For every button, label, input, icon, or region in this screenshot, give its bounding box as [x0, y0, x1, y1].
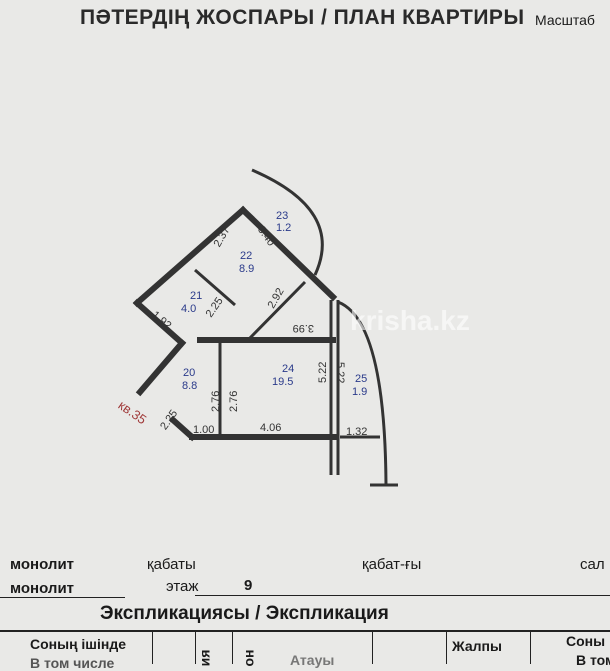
dimension: 3.99 [293, 322, 314, 334]
dimension: 3.40 [255, 224, 277, 248]
room-number: 20 [183, 367, 195, 379]
watermark: krisha.kz [350, 305, 470, 336]
built-label-kz: сал [580, 556, 605, 573]
room-area: 1.2 [276, 222, 291, 234]
room-number: 25 [355, 373, 367, 385]
floors-label-kz: қабат-ғы [362, 556, 422, 573]
column-subheader: В том числе [30, 655, 115, 671]
walls [132, 205, 338, 442]
apartment-label: кв.35 [116, 397, 150, 427]
material-ru: монолит [10, 580, 75, 597]
room-labels: 23 1.2 22 8.9 21 4.0 20 8.8 24 19.5 25 1… [181, 210, 367, 398]
table-divider [372, 631, 373, 664]
room-number: 22 [240, 250, 252, 262]
table-divider [530, 631, 531, 664]
dimension: 2.92 [266, 286, 287, 311]
table-divider [446, 631, 447, 664]
room-number: 24 [282, 363, 294, 375]
dimension: 2.37 [212, 225, 233, 250]
table-divider [232, 631, 233, 664]
dimension: 1.00 [193, 424, 214, 436]
dimension: 2.25 [204, 295, 226, 319]
explication-title: Экспликациясы / Экспликация [100, 603, 389, 624]
page-title: ПӘТЕРДІҢ ЖОСПАРЫ / ПЛАН КВАРТИРЫ [80, 6, 525, 29]
dimension: 5.22 [317, 362, 329, 383]
column-header: Жалпы [452, 638, 502, 654]
room-area: 1.9 [352, 386, 367, 398]
room-area: 8.8 [182, 380, 197, 392]
divider [195, 595, 610, 596]
table-top-border [0, 630, 610, 632]
room-area: 4.0 [181, 303, 196, 315]
partitions [194, 168, 398, 487]
dimension: 2.76 [228, 391, 240, 412]
scale-label: Масштаб [535, 12, 595, 28]
room-number: 23 [276, 210, 288, 222]
column-header: Атауы [290, 652, 335, 668]
column-header: Соны [566, 633, 606, 649]
floor-label-kz: қабаты [147, 556, 196, 573]
column-subheader: В том [576, 652, 610, 668]
dimension: 4.06 [260, 422, 281, 434]
room-area: 8.9 [239, 263, 254, 275]
dimension: 1.32 [346, 426, 367, 438]
floor-label-ru: этаж [166, 578, 199, 595]
dimension: 5.22 [334, 362, 346, 383]
floor-value: 9 [244, 577, 253, 594]
divider [0, 597, 125, 598]
dimension: 2.76 [210, 391, 222, 412]
room-area: 19.5 [272, 376, 293, 388]
table-divider [195, 631, 196, 664]
column-header: Соның ішінде [30, 636, 126, 652]
table-divider [152, 631, 153, 664]
material-kz: монолит [10, 556, 75, 573]
room-number: 21 [190, 290, 202, 302]
